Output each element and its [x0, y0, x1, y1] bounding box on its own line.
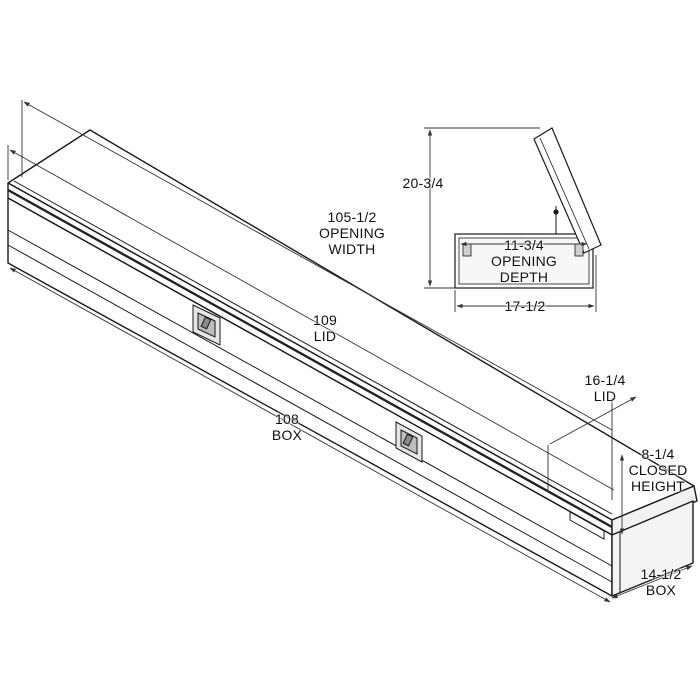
- inset-height-value: 20-3/4: [402, 175, 444, 191]
- closed-height-value: 8-1/4: [641, 446, 675, 462]
- label-opening-width: 105-1/2 OPENING WIDTH: [300, 209, 404, 257]
- opening-width-line1: OPENING: [319, 225, 385, 241]
- box-length-value: 108: [275, 411, 299, 427]
- lid-length-line1: LID: [313, 328, 337, 344]
- opening-depth-value: 11-3/4: [504, 237, 544, 253]
- inset-dimension-lines: [424, 127, 597, 312]
- dim-box-depth: [611, 565, 693, 599]
- label-box-depth: 14-1/2 BOX: [626, 566, 696, 598]
- label-inset-width: 17-1/2: [490, 298, 560, 314]
- lid-right-end: [611, 485, 698, 536]
- inset-open-lid: [533, 127, 602, 254]
- opening-width-line2: WIDTH: [328, 241, 376, 257]
- inset-width-value: 17-1/2: [504, 298, 546, 314]
- label-inset-height: 20-3/4: [388, 175, 458, 191]
- dim-lid-depth: [549, 396, 637, 445]
- box-length-line1: BOX: [271, 427, 303, 443]
- label-opening-depth: 11-3/4 OPENING DEPTH: [474, 237, 574, 285]
- inset-lid-inner-line: [539, 137, 590, 250]
- lid-depth-line1: LID: [593, 388, 617, 404]
- label-lid-length: 109 LID: [300, 312, 350, 344]
- lid-top-surface: [7, 129, 695, 521]
- opening-width-value: 105-1/2: [327, 209, 377, 225]
- label-lid-depth: 16-1/4 LID: [570, 372, 640, 404]
- opening-depth-line1: OPENING: [491, 253, 557, 269]
- closed-height-line2: HEIGHT: [630, 478, 686, 494]
- closed-height-line1: CLOSED: [628, 462, 688, 478]
- lid-depth-value: 16-1/4: [584, 372, 626, 388]
- label-box-length: 108 BOX: [262, 411, 312, 443]
- lid-length-value: 109: [313, 312, 337, 328]
- dim-box-length: [9, 267, 611, 603]
- box-depth-line1: BOX: [645, 582, 677, 598]
- dimension-lines: [7, 100, 693, 603]
- label-closed-height: 8-1/4 CLOSED HEIGHT: [620, 446, 696, 494]
- opening-depth-line2: DEPTH: [499, 269, 549, 285]
- box-depth-value: 14-1/2: [640, 566, 682, 582]
